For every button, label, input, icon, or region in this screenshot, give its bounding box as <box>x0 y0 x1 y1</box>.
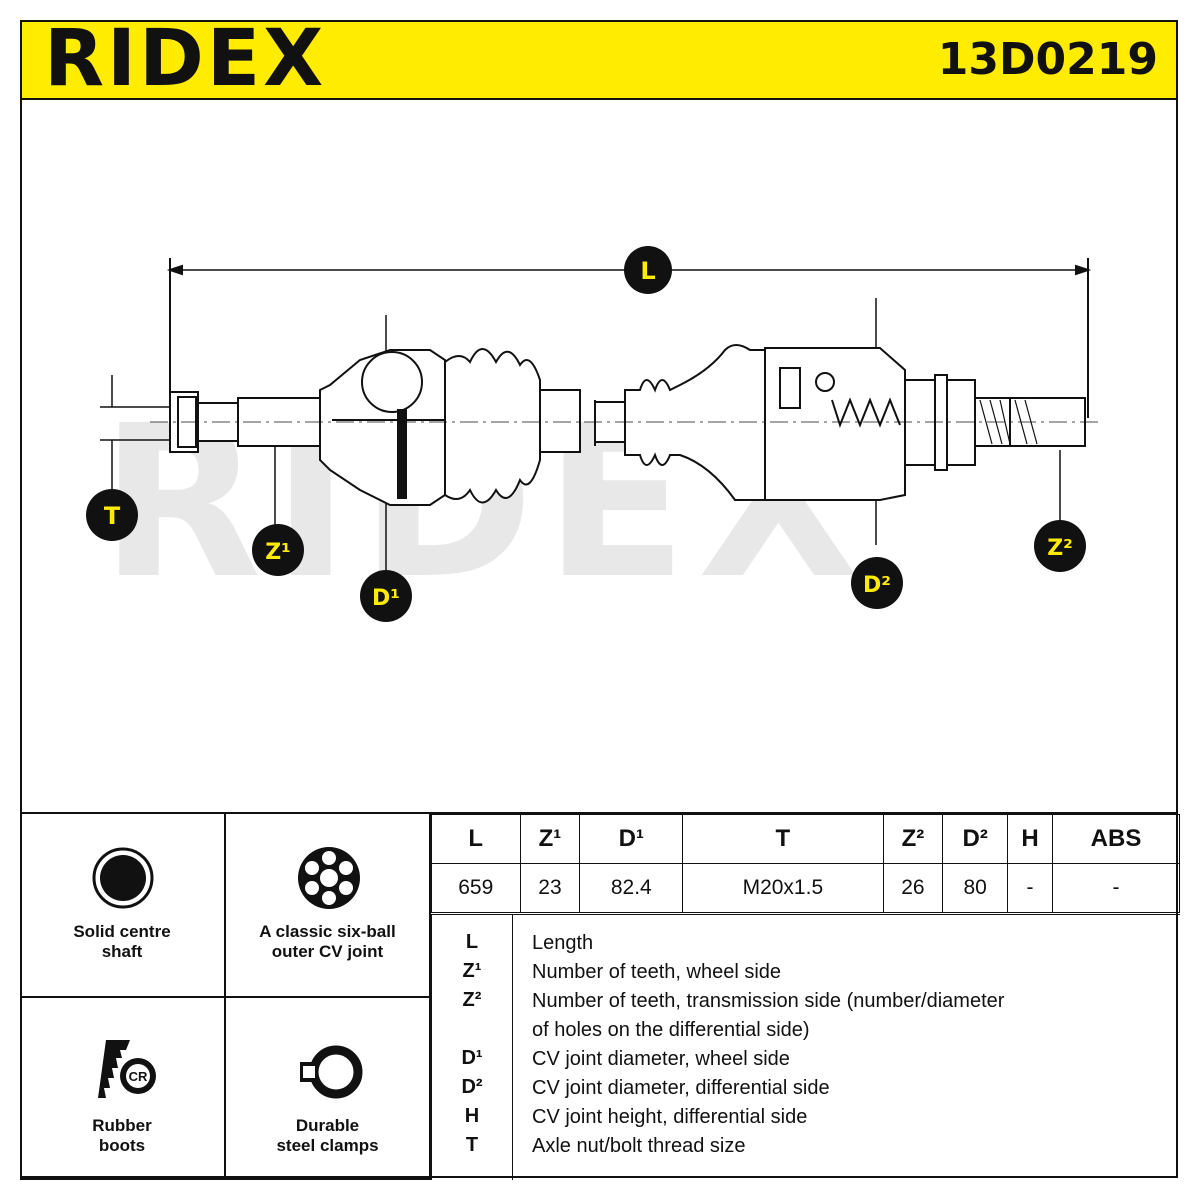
spec-value: 26 <box>882 863 944 913</box>
legend-key: Z¹ <box>462 960 482 982</box>
spec-header: L <box>431 814 521 864</box>
spec-header: D² <box>942 814 1008 864</box>
legend-desc: Length <box>532 932 594 954</box>
label-Z2: Z² <box>1034 520 1086 572</box>
legend-desc: Axle nut/bolt thread size <box>532 1135 746 1157</box>
legend-key: L <box>465 931 479 953</box>
spec-header-row: L Z¹ D¹ T Z² D² H ABS <box>431 814 1180 864</box>
legend-key: D¹ <box>461 1047 483 1069</box>
steel-clamp-icon <box>300 1045 363 1099</box>
spec-header: Z¹ <box>519 814 581 864</box>
spec-header: H <box>1006 814 1054 864</box>
feature-label: A classic six-ball outer CV joint <box>259 922 396 961</box>
feature-solid-shaft: Solid centre shaft <box>20 814 226 998</box>
label-L: L <box>624 246 672 294</box>
feature-rubber-boot: CR Rubber boots <box>20 998 226 1180</box>
legend: L Length Z¹ Number of teeth, wheel side … <box>431 914 1180 1180</box>
rubber-boot-icon: CR <box>98 1040 156 1098</box>
drive-shaft-diagram: RIDEX <box>86 246 1100 625</box>
svg-text:Z²: Z² <box>1047 536 1073 561</box>
spec-value: M20x1.5 <box>682 863 884 913</box>
cr-badge: CR <box>129 1069 148 1084</box>
legend-desc: CV joint height, differential side <box>532 1106 808 1128</box>
legend-key: T <box>465 1134 479 1156</box>
spec-value: 659 <box>431 863 521 913</box>
svg-text:D¹: D¹ <box>372 586 400 611</box>
feature-six-ball-joint: A classic six-ball outer CV joint <box>226 814 431 998</box>
label-D2: D² <box>851 557 903 609</box>
header-bar: RIDEX 13D0219 <box>20 14 1178 104</box>
spec-value: 23 <box>519 863 581 913</box>
label-T: T <box>86 489 138 541</box>
legend-divider <box>512 915 513 1180</box>
spec-header: Z² <box>882 814 944 864</box>
spec-value-row: 659 23 82.4 M20x1.5 26 80 - - <box>431 863 1180 913</box>
brand-logo: RIDEX <box>44 14 327 104</box>
spec-header: T <box>682 814 884 864</box>
spec-value: 82.4 <box>579 863 684 913</box>
six-ball-joint-icon <box>298 847 360 909</box>
legend-desc: CV joint diameter, differential side <box>532 1077 830 1099</box>
feature-label: Durable steel clamps <box>276 1116 379 1155</box>
feature-label: Rubber boots <box>92 1116 152 1155</box>
technical-drawing: RIDEX <box>20 100 1178 812</box>
legend-key: D² <box>461 1076 483 1098</box>
svg-text:Z¹: Z¹ <box>265 540 291 565</box>
spec-table: L Z¹ D¹ T Z² D² H ABS 659 23 82.4 M20x1.… <box>431 814 1180 913</box>
svg-text:D²: D² <box>863 573 891 598</box>
spec-header: D¹ <box>579 814 684 864</box>
feature-steel-clamp: Durable steel clamps <box>226 998 431 1180</box>
spec-value: - <box>1052 863 1180 913</box>
feature-label: Solid centre shaft <box>73 922 171 961</box>
spec-header: ABS <box>1052 814 1180 864</box>
part-number: 13D0219 <box>937 34 1158 85</box>
legend-key: Z² <box>462 989 482 1011</box>
spec-value: - <box>1006 863 1054 913</box>
solid-shaft-icon <box>92 847 154 909</box>
svg-text:L: L <box>640 257 655 285</box>
label-Z1: Z¹ <box>252 524 304 576</box>
legend-desc: Number of teeth, transmission side (numb… <box>532 990 1005 1041</box>
label-D1: D¹ <box>360 570 412 622</box>
info-section: Solid centre shaft A classic six-ball ou… <box>20 812 1180 1180</box>
spec-value: 80 <box>942 863 1008 913</box>
legend-desc: CV joint diameter, wheel side <box>532 1048 790 1070</box>
legend-key: H <box>464 1105 480 1127</box>
legend-desc: Number of teeth, wheel side <box>532 961 782 983</box>
svg-text:T: T <box>104 502 121 530</box>
